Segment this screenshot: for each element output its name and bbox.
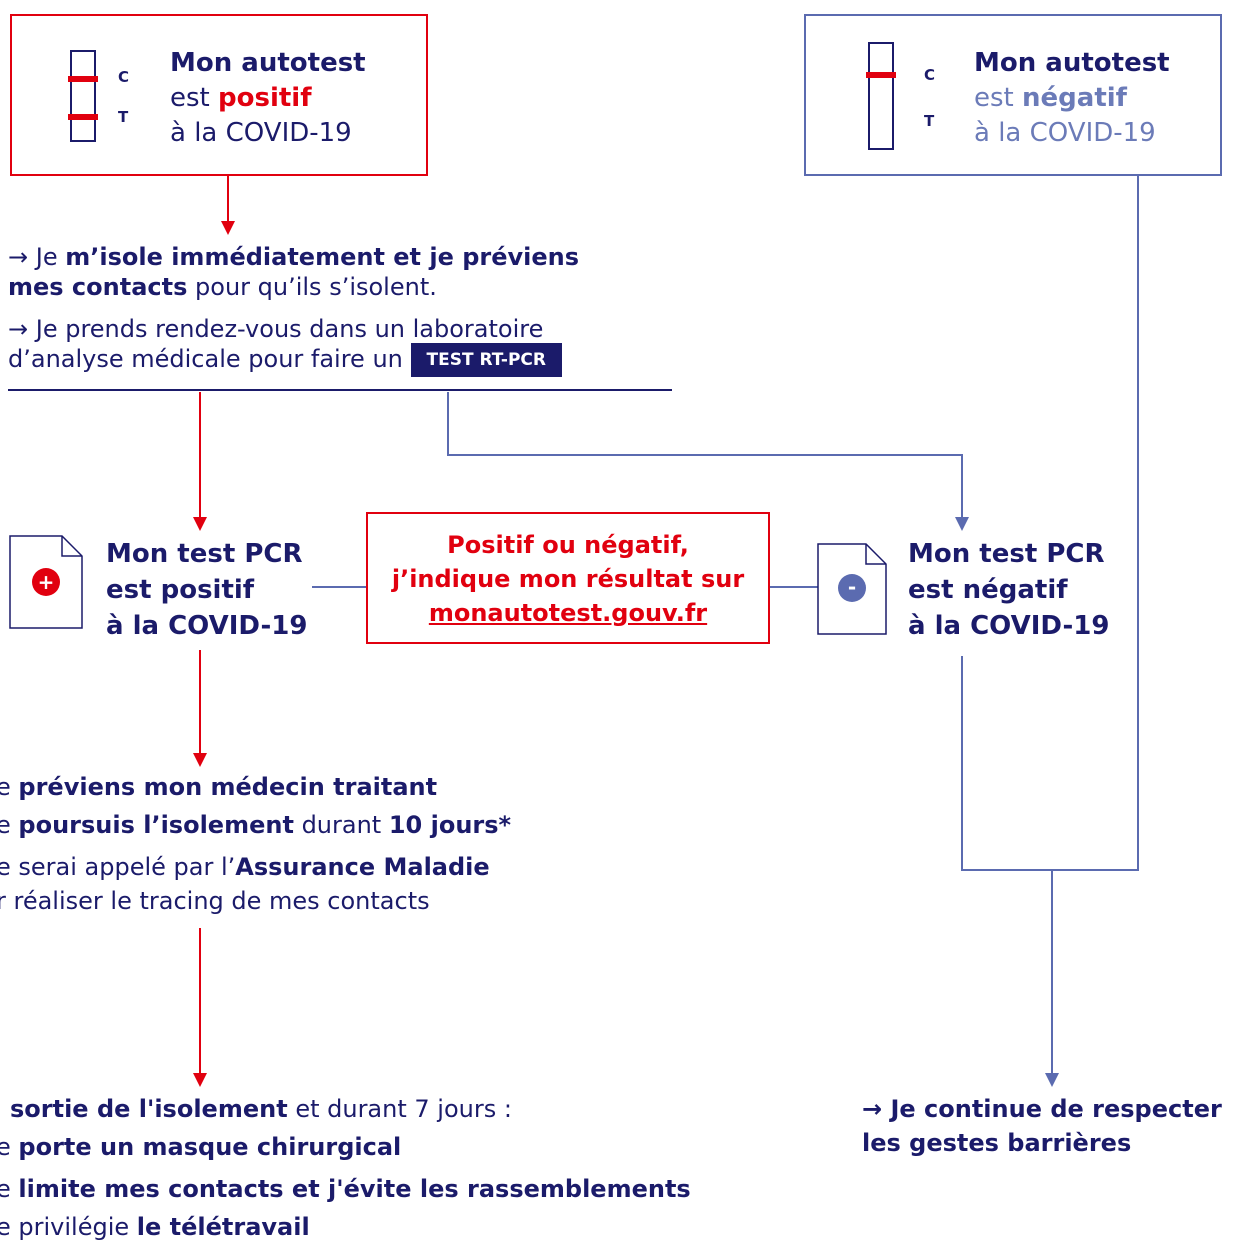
step-isolation: e poursuis l’isolement durant 10 jours*	[0, 811, 512, 839]
test-strip-positive-icon	[68, 50, 98, 142]
doc-positive-symbol: +	[37, 570, 55, 594]
barrier-line-1: → Je continue de respecter	[862, 1095, 1222, 1123]
positive-autotest-card: C T Mon autotest est positif à la COVID-…	[10, 14, 428, 176]
connector-negative-autotest	[961, 176, 1139, 871]
isolate-line-3: → Je prends rendez-vous dans un laborato…	[8, 315, 544, 343]
pcr-negative-text: Mon test PCR est négatif à la COVID-19	[908, 539, 1110, 641]
step-tracing: r réaliser le tracing de mes contacts	[0, 887, 430, 915]
rt-pcr-badge: TEST RT-PCR	[410, 343, 562, 377]
positive-card-text: Mon autotest est positif à la COVID-19	[170, 46, 366, 151]
card-prefix: est	[170, 83, 219, 113]
step-doctor: e préviens mon médecin traitant	[0, 773, 438, 801]
card-title: Mon autotest	[170, 48, 366, 78]
document-negative-icon	[817, 543, 887, 635]
test-label: T	[118, 108, 129, 126]
card-prefix: est	[974, 83, 1023, 113]
card-disease: à la COVID-19	[170, 118, 352, 148]
isolate-line-2: mes contacts pour qu’ils s’isolent.	[8, 273, 437, 301]
control-label: C	[924, 66, 936, 84]
test-strip-negative-icon	[866, 42, 896, 150]
arrow-isolate-to-pcr-negative	[447, 392, 969, 531]
negative-autotest-card: C T Mon autotest est négatif à la COVID-…	[804, 14, 1222, 176]
positive-label: positif	[218, 83, 312, 113]
doc-negative-symbol: -	[847, 575, 857, 599]
test-label: T	[924, 112, 935, 130]
after-isolation-line-1: sortie de l'isolement et durant 7 jours …	[10, 1095, 512, 1123]
card-disease: à la COVID-19	[974, 118, 1156, 148]
negative-label: négatif	[1022, 83, 1127, 113]
report-result-box: Positif ou négatif, j’indique mon résult…	[366, 512, 770, 644]
control-label: C	[118, 68, 130, 86]
step-assurance: e serai appelé par l’Assurance Maladie	[0, 853, 490, 881]
report-box-text: Positif ou négatif, j’indique mon résult…	[368, 528, 768, 630]
after-isolation-mask: e porte un masque chirurgical	[0, 1133, 402, 1161]
isolate-line-4: d’analyse médicale pour faire un TEST RT…	[8, 342, 562, 377]
barrier-line-2: les gestes barrières	[862, 1129, 1132, 1157]
after-isolation-telework: e privilégie le télétravail	[0, 1213, 310, 1241]
after-isolation-contacts: e limite mes contacts et j'évite les ras…	[0, 1175, 691, 1203]
isolate-line-1: → Je m’isole immédiatement et je prévien…	[8, 243, 580, 271]
monautotest-link[interactable]: monautotest.gouv.fr	[428, 599, 708, 627]
pcr-positive-text: Mon test PCR est positif à la COVID-19	[106, 539, 308, 641]
negative-card-text: Mon autotest est négatif à la COVID-19	[974, 46, 1170, 151]
card-title: Mon autotest	[974, 48, 1170, 78]
document-positive-icon	[9, 535, 83, 629]
